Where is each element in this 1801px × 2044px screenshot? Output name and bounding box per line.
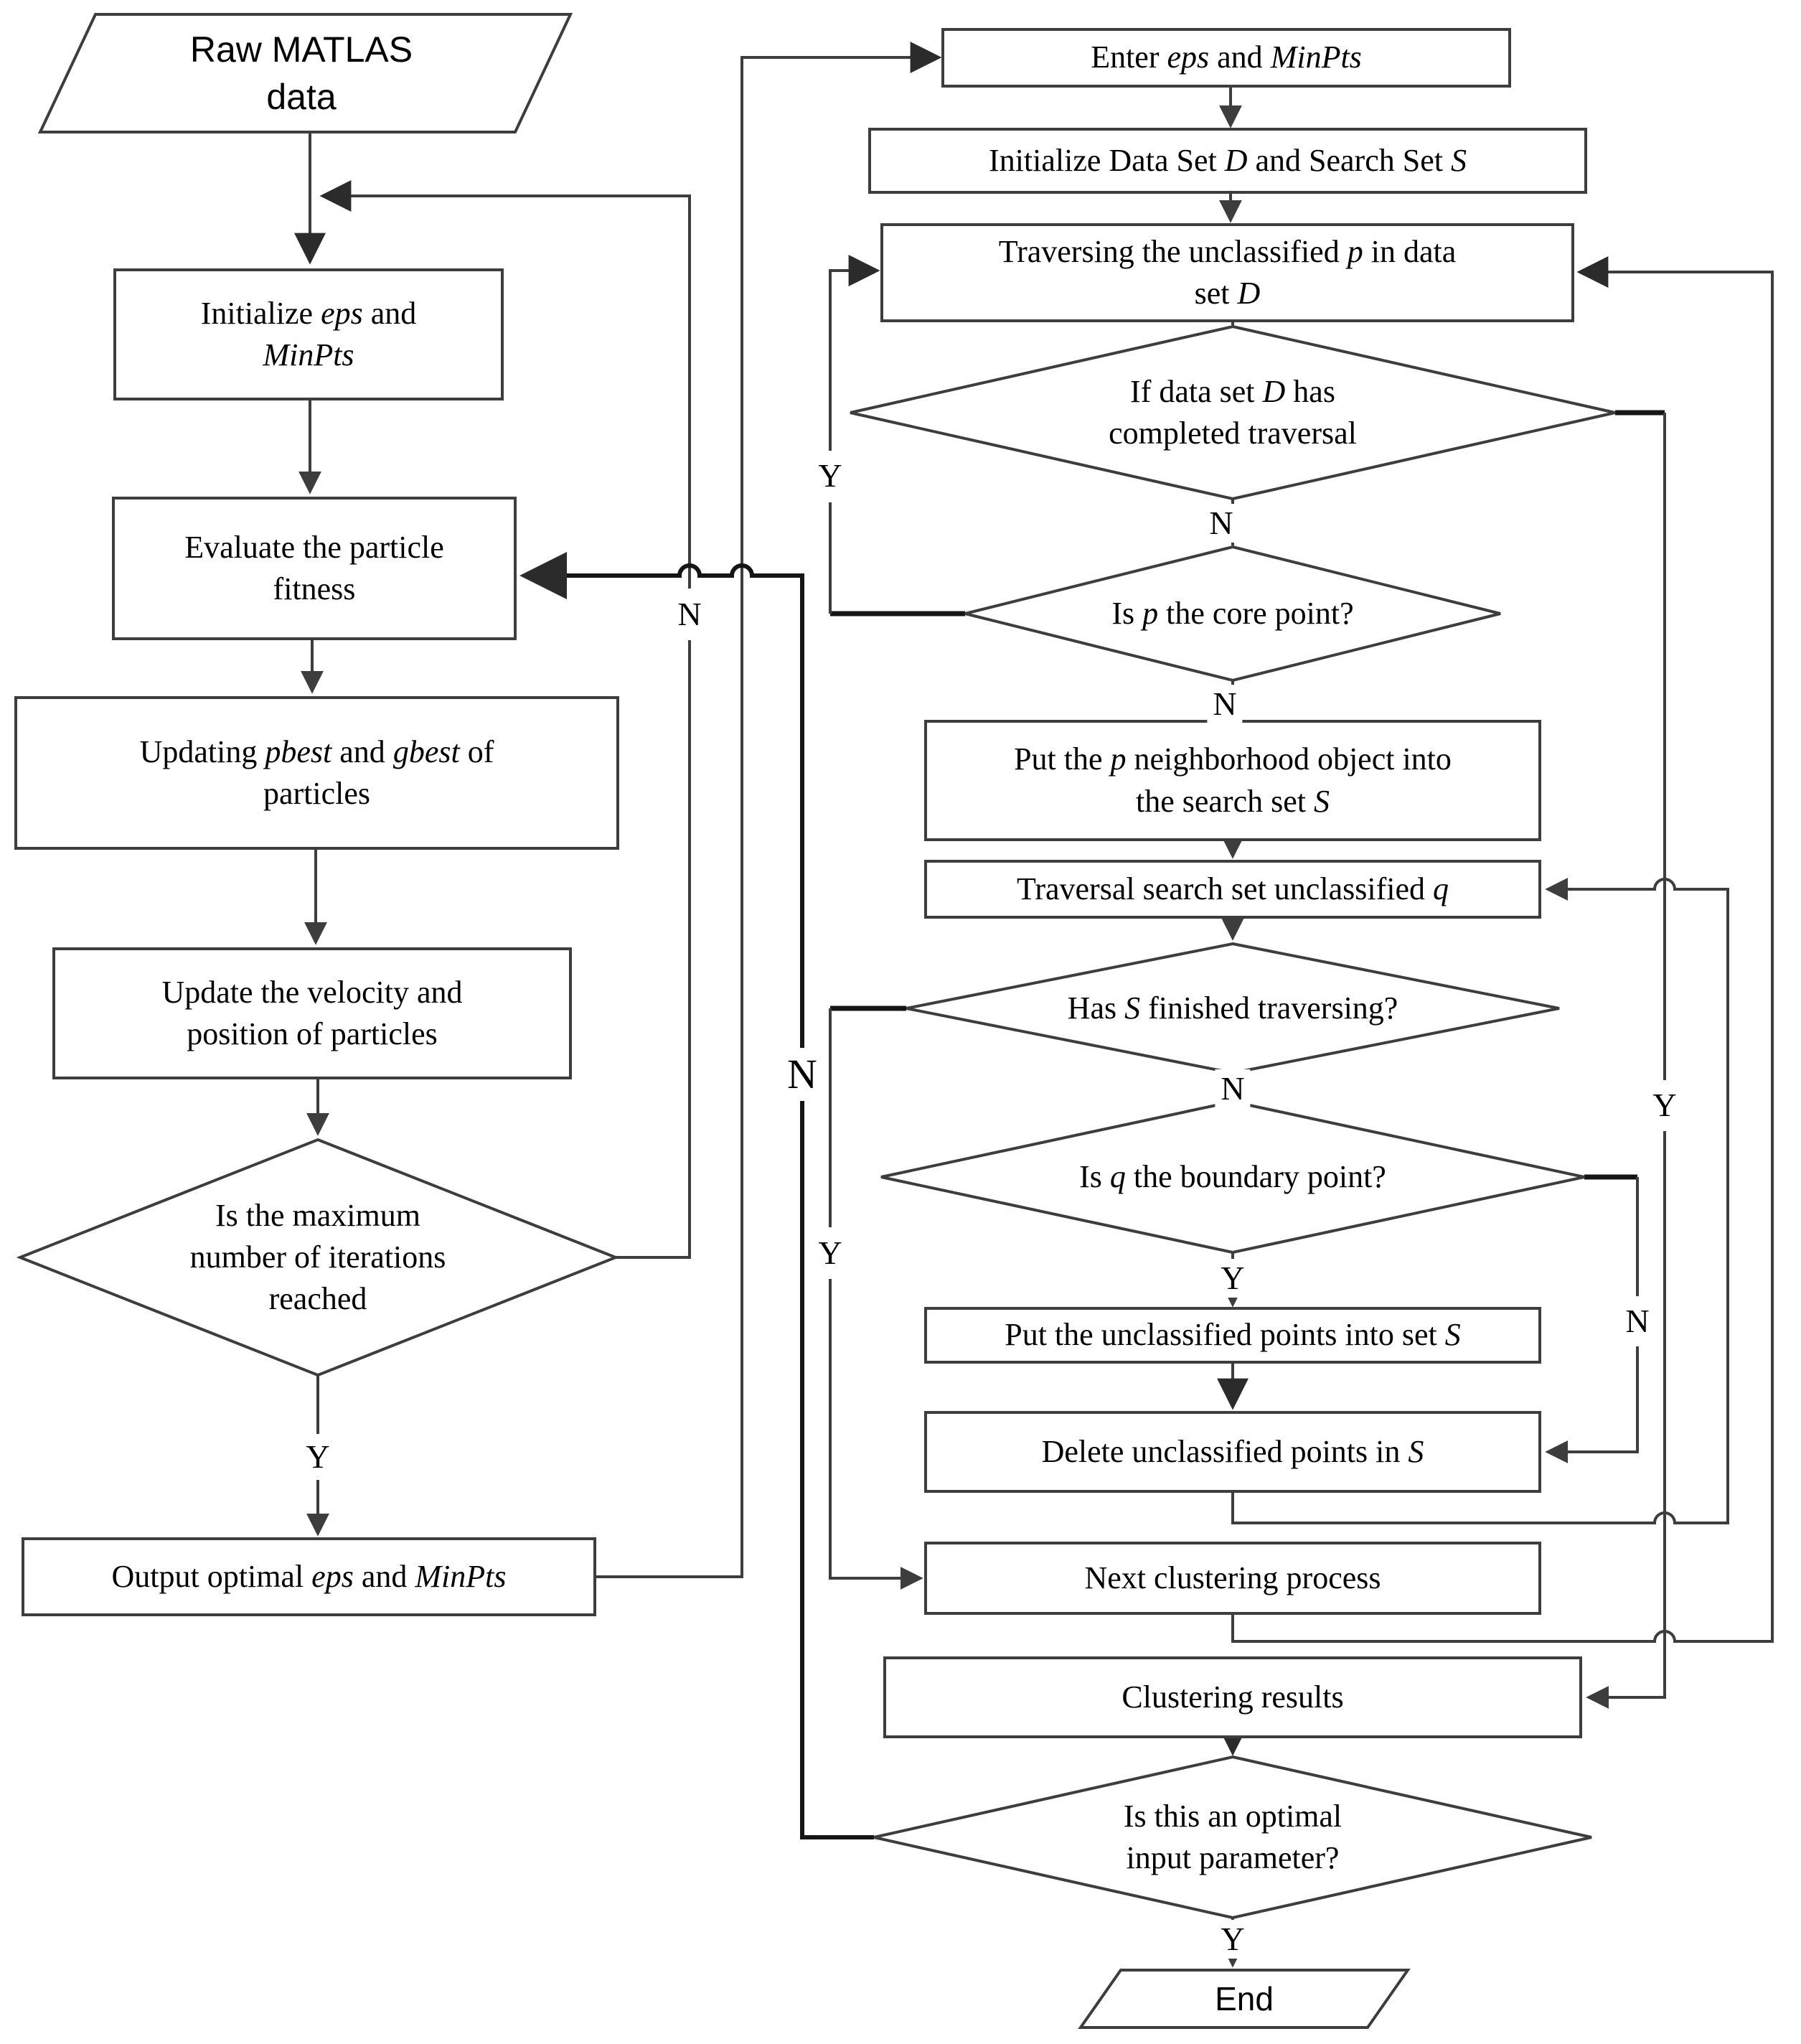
edge-label-q-boundary-no: N: [1619, 1302, 1655, 1341]
edge-label-core-point-no: N: [1207, 685, 1243, 723]
node-initialize-sets: Initialize Data Set D and Search Set S: [989, 142, 1467, 178]
node-enter-eps-minpts: Enter eps and MinPts: [1091, 39, 1362, 75]
edge-dcompleted-y-lower: [1586, 1131, 1666, 1709]
edge-sfinished-y-lower: [829, 1279, 923, 1590]
node-is-q-boundary: Is q the boundary point?: [1079, 1158, 1386, 1194]
shape-end: [1078, 1969, 1411, 2029]
node-delete-unclassified-points: Delete unclassified points in S: [1041, 1433, 1424, 1469]
node-put-unclassified-points: Put the unclassified points into set S: [1005, 1317, 1461, 1353]
edge-label-s-finished-yes: Y: [812, 1234, 848, 1272]
shape-initialize-sets: [868, 128, 1587, 194]
edge-label-q-boundary-yes: Y: [1215, 1259, 1251, 1298]
edge-label-max-iterations-yes: Y: [300, 1438, 336, 1476]
node-clustering-results: Clustering results: [1121, 1679, 1344, 1715]
shape-initialize-eps-minpts: [113, 268, 504, 400]
node-traversal-search-q: Traversal search set unclassified q: [1017, 871, 1449, 906]
shape-output-optimal: [22, 1537, 596, 1616]
shape-updating-pbest-gbest: [14, 696, 619, 850]
edge-label-pso-iteration-no: N: [672, 595, 707, 634]
edge-label-d-completed-yes: Y: [1647, 1086, 1683, 1125]
node-end: End: [1215, 1979, 1274, 2017]
edge-delete-loop-to-traversalq: [1231, 878, 1729, 1524]
edge-qboundary-n-lower: [1545, 1346, 1639, 1463]
edge-label-core-point-left-yes: Y: [812, 456, 848, 495]
node-next-clustering-process: Next clustering process: [1084, 1560, 1381, 1595]
shape-is-p-core-point: [964, 545, 1501, 683]
shape-put-p-neighborhood: [924, 720, 1541, 841]
edge-output-to-enter: [595, 42, 942, 1578]
node-output-optimal: Output optimal eps and MinPts: [111, 1558, 507, 1594]
edge-pso-loop-upper: [319, 180, 691, 589]
shape-traversing-p: [880, 223, 1574, 322]
edge-pso-loop-lower: [616, 640, 691, 1259]
edge-label-optimal-parameter-no: N: [781, 1051, 823, 1098]
shape-is-q-boundary: [880, 1100, 1585, 1255]
shape-put-unclassified-points: [924, 1307, 1541, 1364]
edge-corepoint-left-upper: [829, 255, 880, 451]
shape-enter-eps-minpts: [941, 28, 1511, 88]
edge-label-s-finished-no: N: [1215, 1069, 1251, 1108]
shape-update-velocity-position: [52, 947, 572, 1079]
shape-delete-unclassified-points: [924, 1411, 1541, 1493]
edge-label-d-completed-no: N: [1203, 504, 1239, 543]
shape-traversal-search-q: [924, 860, 1541, 919]
shape-clustering-results: [883, 1656, 1582, 1738]
shape-evaluate-fitness: [112, 497, 517, 640]
edge-bigloop-lower: [800, 1101, 874, 1839]
node-is-p-core-point: Is p the core point?: [1111, 595, 1354, 631]
shape-next-clustering-process: [924, 1542, 1541, 1615]
shape-d-completed-traversal: [850, 324, 1616, 501]
edge-bigloop-upper: [519, 552, 804, 1048]
shape-max-iterations: [16, 1138, 620, 1377]
shape-is-optimal-parameter: [873, 1755, 1592, 1920]
node-has-s-finished: Has S finished traversing?: [1067, 990, 1398, 1026]
shape-raw-matlas-data: [37, 13, 573, 133]
edge-label-optimal-parameter-yes: Y: [1215, 1920, 1251, 1959]
